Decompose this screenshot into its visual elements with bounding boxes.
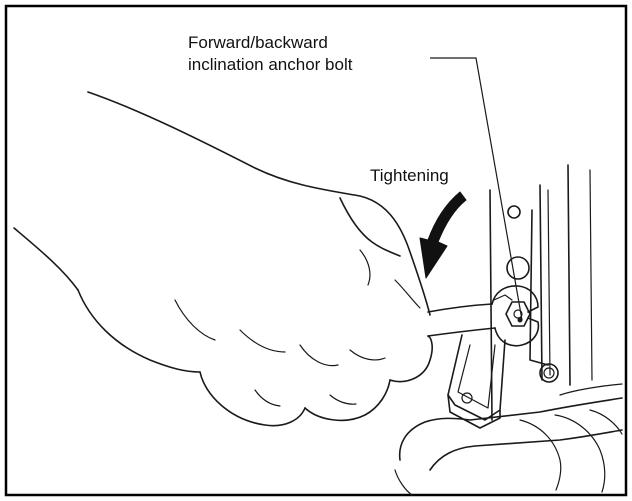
machine-column [489, 164, 593, 421]
bolt-label-line2: inclination anchor bolt [188, 55, 353, 74]
bracket [447, 294, 513, 429]
tightening-arrow [419, 191, 467, 279]
tightening-label: Tightening [370, 166, 449, 185]
hand [13, 91, 433, 427]
arrow-shape [419, 191, 467, 279]
frame-border [4, 4, 628, 497]
bolt-label-line1: Forward/backward [188, 33, 328, 52]
wrench [427, 285, 540, 347]
base-plate [394, 383, 623, 496]
column-hole [507, 205, 521, 219]
bolt-leader [430, 57, 523, 321]
